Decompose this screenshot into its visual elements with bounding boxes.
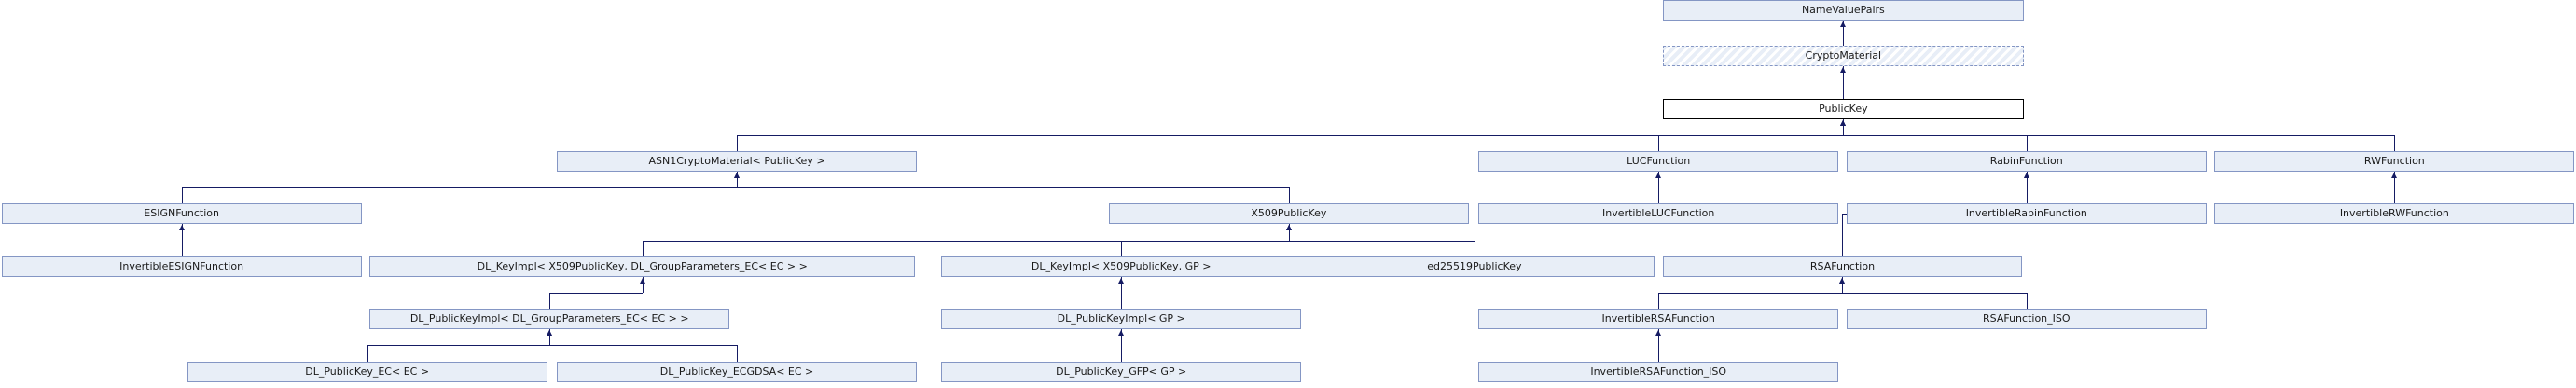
inheritance-edge-segment xyxy=(1842,293,2027,294)
inheritance-edge-segment xyxy=(1843,21,1844,47)
class-node-dl-publickeyimpl-gp[interactable]: DL_PublicKeyImpl< GP > xyxy=(941,309,1302,330)
class-node-invertiblerwfunction[interactable]: InvertibleRWFunction xyxy=(2214,203,2575,225)
inheritance-arrowhead-icon xyxy=(1840,119,1846,126)
inheritance-edge-segment xyxy=(1288,241,1475,242)
inheritance-edge-segment xyxy=(1121,241,1289,242)
inheritance-edge-segment xyxy=(2027,134,2028,152)
inheritance-edge-segment xyxy=(367,345,550,346)
class-node-cryptomaterial[interactable]: CryptoMaterial xyxy=(1662,46,2025,67)
inheritance-edge-segment xyxy=(1658,293,1843,294)
class-node-namevaluepairs[interactable]: NameValuePairs xyxy=(1662,0,2025,21)
inheritance-edge-segment xyxy=(1121,240,1122,256)
inheritance-arrowhead-icon xyxy=(734,173,740,179)
inheritance-edge-segment xyxy=(1121,276,1122,310)
inheritance-edge-segment xyxy=(367,345,368,362)
inheritance-edge-segment xyxy=(642,241,1289,242)
inheritance-edge-segment xyxy=(549,292,550,310)
inheritance-edge-segment xyxy=(1843,66,1844,99)
class-node-publickey[interactable]: PublicKey xyxy=(1662,98,2025,119)
inheritance-edge-segment xyxy=(737,172,738,188)
class-node-invertiblerabinfunction[interactable]: InvertibleRabinFunction xyxy=(1846,203,2207,225)
class-node-invertibleesignfunction[interactable]: InvertibleESIGNFunction xyxy=(1,256,362,277)
inheritance-arrowhead-icon xyxy=(547,330,552,337)
inheritance-edge-segment xyxy=(182,187,183,204)
inheritance-edge-segment xyxy=(1658,329,1659,362)
class-node-invertiblersafunction[interactable]: InvertibleRSAFunction xyxy=(1478,309,1839,330)
inheritance-edge-segment xyxy=(1843,118,1844,135)
inheritance-edge-segment xyxy=(2027,292,2028,310)
inheritance-edge-segment xyxy=(1289,187,1290,204)
inheritance-edge-segment xyxy=(643,276,644,293)
class-node-dl-publickeyimpl-dl-groupparameters-ec-ec[interactable]: DL_PublicKeyImpl< DL_GroupParameters_EC<… xyxy=(369,309,730,330)
class-node-rsafunction[interactable]: RSAFunction xyxy=(1662,256,2023,277)
inheritance-edge-segment xyxy=(737,187,1289,188)
inheritance-arrowhead-icon xyxy=(1118,277,1124,284)
class-node-dl-keyimpl-x509publickey-gp[interactable]: DL_KeyImpl< X509PublicKey, GP > xyxy=(941,256,1302,277)
class-node-dl-publickey-gfp-gp[interactable]: DL_PublicKey_GFP< GP > xyxy=(941,361,1302,382)
inheritance-edge-segment xyxy=(1658,292,1659,310)
inheritance-edge-segment xyxy=(2394,134,2395,152)
inheritance-edge-segment xyxy=(737,134,738,152)
class-node-dl-publickey-ecgdsa-ec[interactable]: DL_PublicKey_ECGDSA< EC > xyxy=(557,361,917,382)
inheritance-arrowhead-icon xyxy=(1286,225,1292,231)
inheritance-edge-segment xyxy=(737,345,738,362)
inheritance-edge-segment xyxy=(2027,172,2028,215)
inheritance-arrowhead-icon xyxy=(640,277,645,284)
class-node-ed25519publickey[interactable]: ed25519PublicKey xyxy=(1295,256,1655,277)
inheritance-arrowhead-icon xyxy=(1655,330,1661,337)
class-node-rabinfunction[interactable]: RabinFunction xyxy=(1846,151,2207,173)
inheritance-edge-segment xyxy=(549,293,643,294)
inheritance-edge-segment xyxy=(1658,135,1844,136)
inheritance-arrowhead-icon xyxy=(1118,330,1124,337)
inheritance-edge-segment xyxy=(737,135,1844,136)
inheritance-edge-segment xyxy=(1121,329,1122,362)
class-node-invertiblersafunction-iso[interactable]: InvertibleRSAFunction_ISO xyxy=(1478,361,1839,382)
inheritance-edge-segment xyxy=(1289,224,1290,241)
class-node-x509publickey[interactable]: X509PublicKey xyxy=(1108,203,1469,225)
class-node-invertiblelucfunction[interactable]: InvertibleLUCFunction xyxy=(1478,203,1839,225)
class-node-asn1cryptomaterial-publickey[interactable]: ASN1CryptoMaterial< PublicKey > xyxy=(557,151,917,173)
inheritance-edge-segment xyxy=(181,187,738,188)
inheritance-arrowhead-icon xyxy=(1839,277,1845,284)
inheritance-arrowhead-icon xyxy=(2024,173,2029,179)
inheritance-edge-segment xyxy=(549,329,550,346)
inheritance-arrowhead-icon xyxy=(1840,67,1846,74)
inheritance-edge-segment xyxy=(1843,135,2395,136)
class-node-dl-publickey-ec-ec[interactable]: DL_PublicKey_EC< EC > xyxy=(187,361,547,382)
inheritance-edge-segment xyxy=(643,240,644,256)
class-node-lucfunction[interactable]: LUCFunction xyxy=(1478,151,1839,173)
inheritance-edge-segment xyxy=(182,224,183,256)
class-node-rwfunction[interactable]: RWFunction xyxy=(2214,151,2575,173)
inheritance-arrowhead-icon xyxy=(179,225,185,231)
inheritance-edge-segment xyxy=(1842,214,1843,256)
class-node-rsafunction-iso[interactable]: RSAFunction_ISO xyxy=(1846,309,2207,330)
inheritance-arrowhead-icon xyxy=(1655,173,1661,179)
inheritance-edge-segment xyxy=(2394,172,2395,204)
inheritance-edge-segment xyxy=(1842,276,1843,293)
inheritance-edge-segment xyxy=(1658,134,1659,152)
inheritance-arrowhead-icon xyxy=(1840,21,1846,27)
class-node-esignfunction[interactable]: ESIGNFunction xyxy=(1,203,362,225)
inheritance-arrowhead-icon xyxy=(2391,173,2397,179)
inheritance-edge-segment xyxy=(549,345,737,346)
inheritance-edge-segment xyxy=(1658,172,1659,204)
class-node-dl-keyimpl-x509publickey-dl-groupparameters-ec-ec[interactable]: DL_KeyImpl< X509PublicKey, DL_GroupParam… xyxy=(369,256,916,277)
